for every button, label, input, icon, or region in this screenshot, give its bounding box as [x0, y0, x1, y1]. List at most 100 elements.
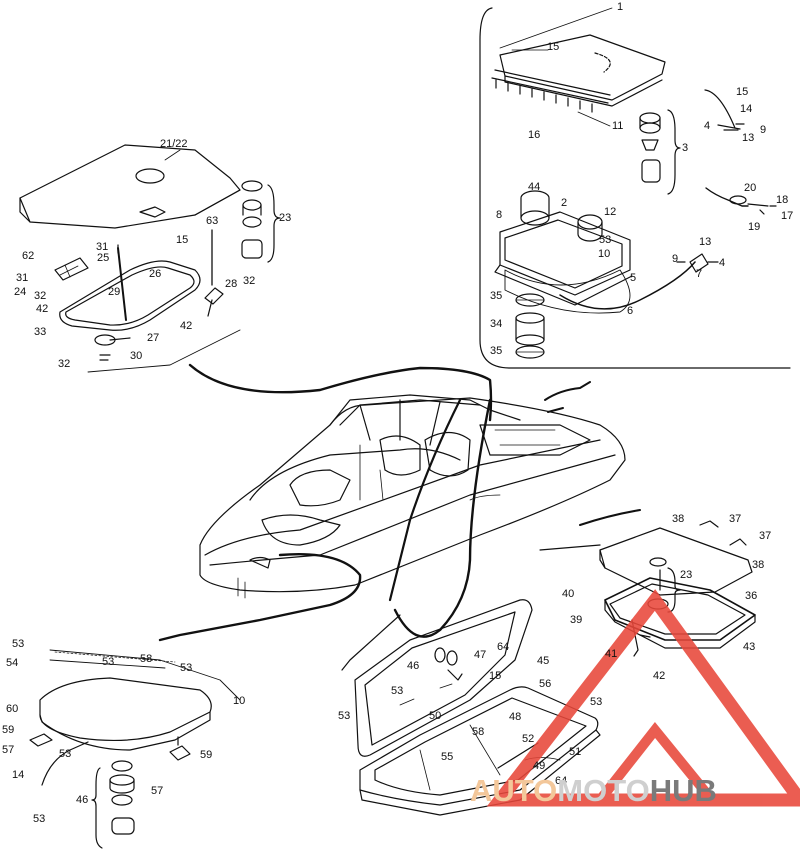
part-label: 6 — [627, 305, 634, 317]
part-label: 2 — [561, 197, 568, 209]
part-label: 42 — [180, 320, 193, 332]
part-label: 15 — [547, 41, 560, 53]
part-label: 5 — [630, 272, 637, 284]
part-label: 19 — [748, 221, 761, 233]
part-label: 32 — [34, 290, 47, 302]
part-label: 34 — [490, 318, 503, 330]
panel-outline-top-right — [479, 7, 791, 369]
part-label: 33 — [34, 326, 47, 338]
part-label: 4 — [704, 120, 711, 132]
part-label: 37 — [759, 530, 772, 542]
hatch-36 — [599, 527, 753, 596]
part-label: 21/22 — [160, 138, 188, 150]
part-label: 57 — [2, 744, 15, 756]
part-label: 53 — [599, 234, 612, 246]
part-label: 10 — [598, 248, 611, 260]
part-label: 64 — [497, 641, 510, 653]
part-label: 53 — [59, 748, 72, 760]
windshield — [329, 394, 521, 426]
part-label: 15 — [176, 234, 189, 246]
part-label: 38 — [752, 559, 765, 571]
part-label: 44 — [528, 181, 541, 193]
storage-box — [359, 686, 599, 806]
part-label: 25 — [97, 252, 110, 264]
watermark-logo: AUTOMOTOHUB — [470, 773, 717, 809]
part-label: 15 — [736, 86, 749, 98]
part-label: 15 — [489, 670, 502, 682]
part-label: 26 — [149, 268, 162, 280]
part-label: 62 — [22, 250, 35, 262]
part-label: 31 — [16, 272, 29, 284]
part-label: 42 — [653, 670, 666, 682]
part-label: 13 — [742, 132, 755, 144]
part-label: 53 — [391, 685, 404, 697]
part-label: 53 — [33, 813, 46, 825]
cushion-1 — [499, 34, 666, 101]
part-label: 59 — [2, 724, 15, 736]
part-label: 49 — [533, 760, 546, 772]
frame-ring — [59, 260, 201, 331]
cushion-60 — [39, 677, 212, 741]
part-label: 53 — [102, 656, 115, 668]
part-label: 58 — [472, 726, 485, 738]
part-label: 53 — [590, 696, 603, 708]
part-label: 14 — [12, 769, 25, 781]
part-label: 7 — [696, 268, 703, 280]
storage-lid — [354, 599, 533, 757]
part-label: 20 — [744, 182, 757, 194]
part-label: 4 — [719, 257, 726, 269]
watermark-moto: MOTO — [557, 773, 650, 808]
part-label: 45 — [537, 655, 550, 667]
part-label: 40 — [562, 588, 575, 600]
part-label: 17 — [781, 210, 794, 222]
watermark-triangle — [486, 589, 800, 807]
part-label: 36 — [745, 590, 758, 602]
part-label: 46 — [407, 660, 420, 672]
part-label: 8 — [496, 209, 503, 221]
part-label: 54 — [6, 657, 19, 669]
watermark-hub: HUB — [649, 773, 717, 808]
part-label: 41 — [605, 648, 618, 660]
part-label: 53 — [338, 710, 351, 722]
part-label: 27 — [147, 332, 160, 344]
part-label: 28 — [225, 278, 238, 290]
part-label: 63 — [206, 215, 219, 227]
part-label: 3 — [682, 142, 689, 154]
part-label: 35 — [490, 290, 503, 302]
part-label: 57 — [151, 785, 164, 797]
part-label: 14 — [740, 103, 753, 115]
part-label: 31 — [96, 241, 109, 253]
watermark-auto: AUTO — [470, 773, 558, 808]
part-label: 50 — [429, 710, 442, 722]
part-label: 12 — [604, 206, 617, 218]
part-label: 29 — [108, 286, 121, 298]
part-label: 42 — [36, 303, 49, 315]
part-label: 11 — [612, 120, 624, 132]
part-label: 55 — [441, 751, 454, 763]
part-label: 52 — [522, 733, 535, 745]
part-label: 35 — [490, 345, 503, 357]
part-label: 30 — [130, 350, 143, 362]
boat-hull — [199, 397, 626, 593]
part-label: 46 — [76, 794, 89, 806]
part-label: 53 — [180, 662, 193, 674]
part-label: 64 — [555, 775, 568, 787]
part-label: 48 — [509, 711, 522, 723]
part-label: 47 — [474, 649, 487, 661]
part-label: 23 — [680, 569, 693, 581]
part-label: 43 — [743, 641, 756, 653]
part-label: 18 — [776, 194, 789, 206]
part-label: 58 — [140, 653, 153, 665]
part-label: 13 — [699, 236, 712, 248]
part-label: 60 — [6, 703, 19, 715]
part-label: 53 — [12, 638, 25, 650]
part-label: 9 — [672, 253, 679, 265]
part-label: 32 — [58, 358, 71, 370]
part-label: 37 — [729, 513, 742, 525]
part-label: 9 — [760, 124, 767, 136]
part-label: 39 — [570, 614, 583, 626]
part-label: 24 — [14, 286, 27, 298]
part-label: 1 — [617, 1, 624, 13]
